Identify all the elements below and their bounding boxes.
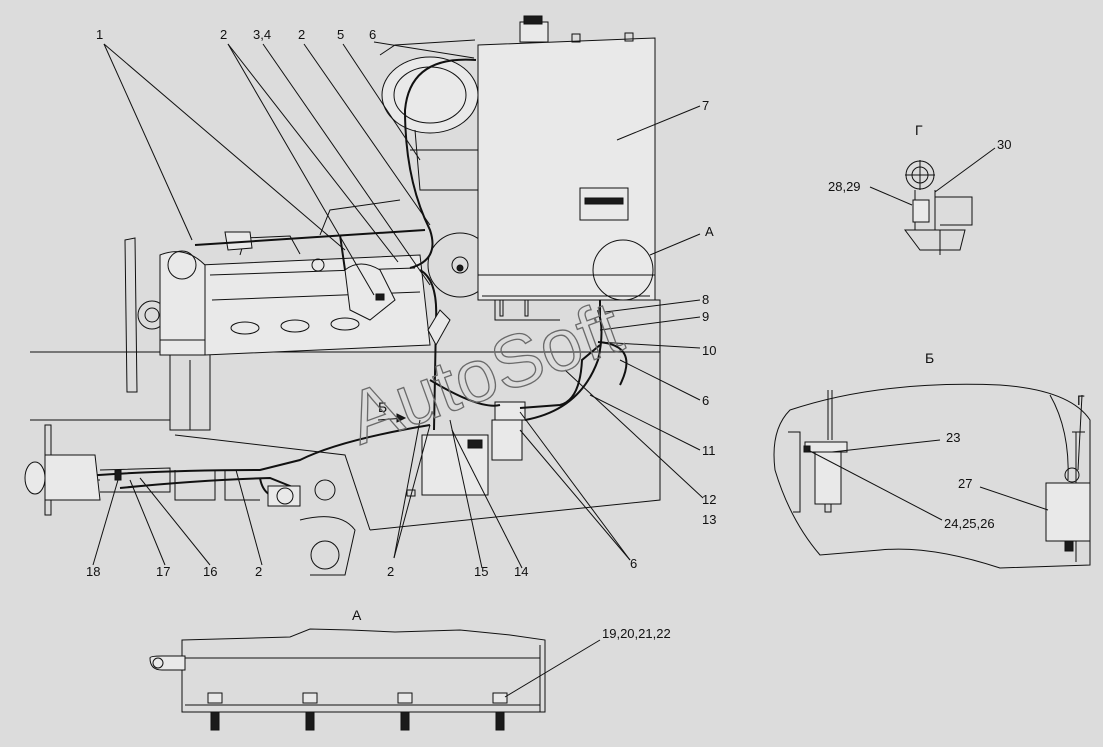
callout-23: 23 (946, 430, 960, 445)
callout-6b: 6 (702, 393, 709, 408)
detail-b: Б 23 24,25,26 27 Г (773, 350, 1091, 569)
callout-2d: 2 (255, 564, 262, 579)
detail-g: Г 28,29 30 (828, 122, 1011, 255)
detail-a-circle (592, 239, 654, 301)
view-b-arrow-label: Б (378, 399, 387, 415)
callout-6a: 6 (369, 27, 376, 42)
callout-18: 18 (86, 564, 100, 579)
callout-13: 13 (702, 512, 716, 527)
callout-5: 5 (337, 27, 344, 42)
callout-2c: 2 (387, 564, 394, 579)
fan-radiator (124, 237, 206, 393)
detail-b-g-mark: Г (1077, 392, 1085, 408)
callout-14: 14 (514, 564, 528, 579)
callout-2b: 2 (298, 27, 305, 42)
callout-3-4: 3,4 (253, 27, 271, 42)
callout-16: 16 (203, 564, 217, 579)
callout-2a: 2 (220, 27, 227, 42)
callout-8: 8 (702, 292, 709, 307)
detail-a: А 19,20,21,22 (149, 607, 671, 731)
view-a-mark: А (705, 224, 714, 239)
callout-10: 10 (702, 343, 716, 358)
callout-27: 27 (958, 476, 972, 491)
pump-unit (311, 258, 451, 347)
callouts: 1 2 3,4 2 5 6 7 8 9 10 6 11 12 13 6 14 1… (86, 27, 716, 579)
callout-17: 17 (156, 564, 170, 579)
view-b-arrow (377, 413, 407, 423)
callout-28-29: 28,29 (828, 179, 861, 194)
callout-6c: 6 (630, 556, 637, 571)
callout-19-22: 19,20,21,22 (602, 626, 671, 641)
callout-1: 1 (96, 27, 103, 42)
callout-9: 9 (702, 309, 709, 324)
detail-a-title: А (352, 607, 362, 623)
air-cleaner (319, 39, 480, 236)
callout-30: 30 (997, 137, 1011, 152)
callout-15: 15 (474, 564, 488, 579)
bolt-row (207, 692, 508, 731)
callout-11: 11 (702, 443, 716, 458)
callout-7: 7 (702, 98, 709, 113)
leader-lines (92, 41, 704, 569)
detail-g-title: Г (915, 122, 923, 138)
detail-b-title: Б (925, 350, 934, 366)
callout-12: 12 (702, 492, 716, 507)
axle-hub (24, 424, 356, 576)
callout-24-25-26: 24,25,26 (944, 516, 995, 531)
tank (477, 15, 656, 321)
